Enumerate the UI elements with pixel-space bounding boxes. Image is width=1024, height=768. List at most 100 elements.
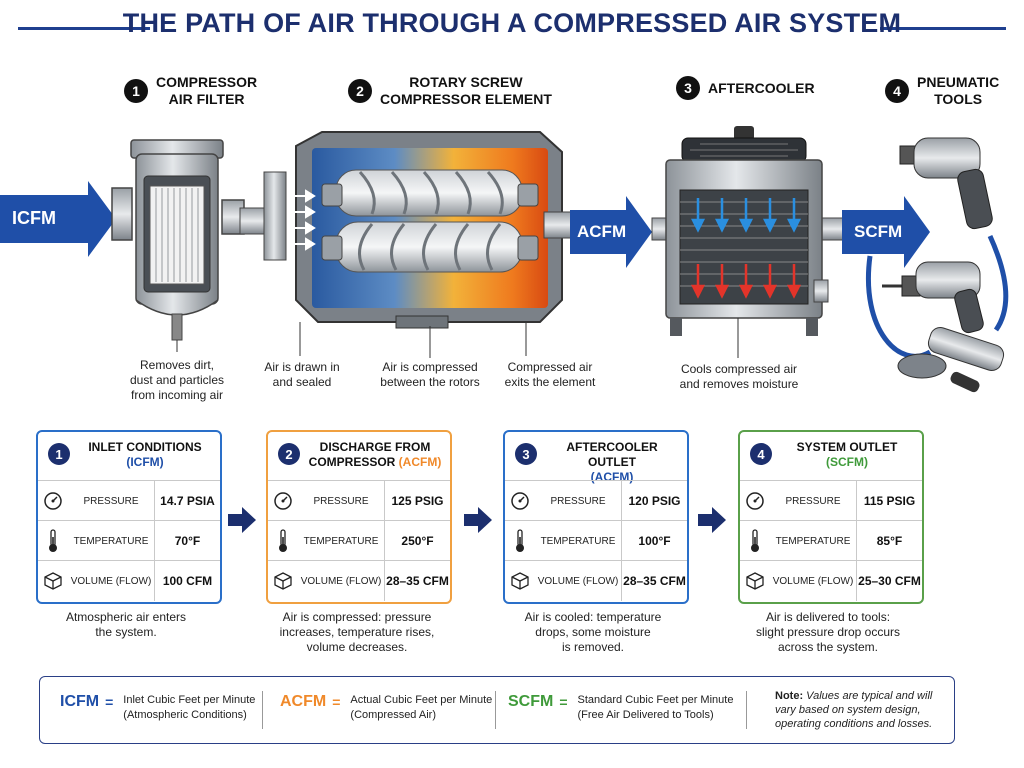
condition-card: 3 AFTERCOOLER OUTLET(ACFM) PRESSURE 120 PSI… [503, 430, 689, 604]
row-divider [154, 481, 155, 521]
drill-icon [882, 261, 984, 334]
row-label: PRESSURE [785, 495, 841, 507]
legend-definition: Actual Cubic Feet per Minute(Compressed … [350, 694, 493, 721]
card-row-volume-flow: VOLUME (FLOW)28–35 CFM [268, 560, 450, 601]
row-label: VOLUME (FLOW) [772, 575, 854, 587]
impact-wrench-icon [899, 137, 993, 230]
row-divider [856, 481, 857, 521]
row-value: 115 PSIG [863, 494, 916, 508]
gauge-icon [505, 491, 535, 511]
note-label: Note: [775, 690, 804, 702]
system-illustration [0, 126, 1009, 393]
card-subtitle: COMPRESSOR (ACFM) [308, 455, 442, 469]
card-row-pressure: PRESSURE 115 PSIG [740, 480, 922, 521]
row-label: PRESSURE [550, 495, 606, 507]
stage-number: 1 [124, 79, 148, 103]
row-label: TEMPERATURE [540, 535, 616, 547]
gauge-icon [268, 491, 298, 511]
title-rule-right [880, 27, 1006, 30]
legend-divider [262, 691, 263, 729]
row-divider [856, 561, 857, 601]
stage-number: 2 [348, 79, 372, 103]
card-title: AFTERCOOLER OUTLET(ACFM) [545, 440, 679, 485]
row-label: PRESSURE [313, 495, 369, 507]
row-label: TEMPERATURE [775, 535, 851, 547]
row-divider [384, 561, 385, 601]
row-divider [384, 521, 385, 561]
card-row-volume-flow: VOLUME (FLOW) 25–30 CFM [740, 560, 922, 601]
legend-equals: = [559, 694, 568, 710]
thermometer-icon [268, 529, 298, 553]
row-divider [384, 481, 385, 521]
row-value: 85°F [876, 534, 903, 548]
row-label: VOLUME (FLOW) [70, 575, 152, 587]
icfm-arrow [0, 181, 116, 257]
scfm-label: SCFM [854, 222, 903, 241]
legend-box: ICFM = Inlet Cubic Feet per Minute(Atmos… [39, 676, 955, 744]
legend-equals: = [105, 694, 114, 710]
gauge-icon [38, 491, 68, 511]
card-number: 1 [48, 443, 70, 465]
gauge-icon [740, 491, 770, 511]
acfm-arrow [570, 196, 652, 268]
row-label: TEMPERATURE [73, 535, 149, 547]
row-divider [621, 481, 622, 521]
card-header: 3 AFTERCOOLER OUTLET(ACFM) [505, 432, 687, 484]
legend-abbr: SCFM [508, 693, 554, 710]
card-number: 2 [278, 443, 300, 465]
chevron-right-icon [464, 507, 492, 533]
card-row-volume-flow: VOLUME (FLOW) 100 CFM [38, 560, 220, 601]
angle-grinder-icon [897, 326, 1005, 393]
row-value: 100°F [638, 534, 671, 548]
title-rule-left [18, 27, 150, 30]
row-label: VOLUME (FLOW) [537, 575, 619, 587]
stage-header-aftercooler: 3 AFTERCOOLER [676, 76, 815, 100]
row-value: 125 PSIG [391, 494, 444, 508]
card-title: SYSTEM OUTLET(SCFM) [780, 440, 914, 470]
note-text: Values are typical and will vary based o… [775, 690, 933, 730]
card-row-pressure: PRESSURE 120 PSIG [505, 480, 687, 521]
stage-title: AFTERCOOLER [708, 79, 815, 96]
card-header: 4 SYSTEM OUTLET(SCFM) [740, 432, 922, 480]
row-value: 120 PSIG [628, 494, 681, 508]
card-number: 3 [515, 443, 537, 465]
row-value: 25–30 CFM [858, 574, 921, 588]
legend-definition: Inlet Cubic Feet per Minute(Atmospheric … [123, 694, 256, 721]
row-value: 100 CFM [162, 574, 213, 588]
condition-card: 4 SYSTEM OUTLET(SCFM) PRESSURE 115 PSIG TEMP… [738, 430, 924, 604]
scfm-arrow [842, 196, 930, 268]
card-subtitle: (ICFM) [126, 455, 164, 469]
card-number: 4 [750, 443, 772, 465]
legend-definition: Standard Cubic Feet per Minute(Free Air … [577, 694, 734, 721]
legend-note: Note: Values are typical and will vary b… [775, 689, 945, 731]
stage-number: 4 [885, 79, 909, 103]
cube-icon [740, 571, 770, 591]
card-subtitle: (SCFM) [826, 455, 868, 469]
card-row-pressure: PRESSURE 125 PSIG [268, 480, 450, 521]
legend-abbr: ICFM [60, 693, 100, 710]
thermometer-icon [38, 529, 68, 553]
legend-abbr: ACFM [280, 693, 327, 710]
row-label: TEMPERATURE [303, 535, 379, 547]
legend-divider [746, 691, 747, 729]
card-note: Air is delivered to tools:slight pressur… [755, 610, 901, 654]
row-label: PRESSURE [83, 495, 139, 507]
card-row-pressure: PRESSURE 14.7 PSIA [38, 480, 220, 521]
row-value: 14.7 PSIA [160, 494, 215, 508]
row-divider [856, 521, 857, 561]
row-value: 28–35 CFM [623, 574, 686, 588]
thermometer-icon [505, 529, 535, 553]
